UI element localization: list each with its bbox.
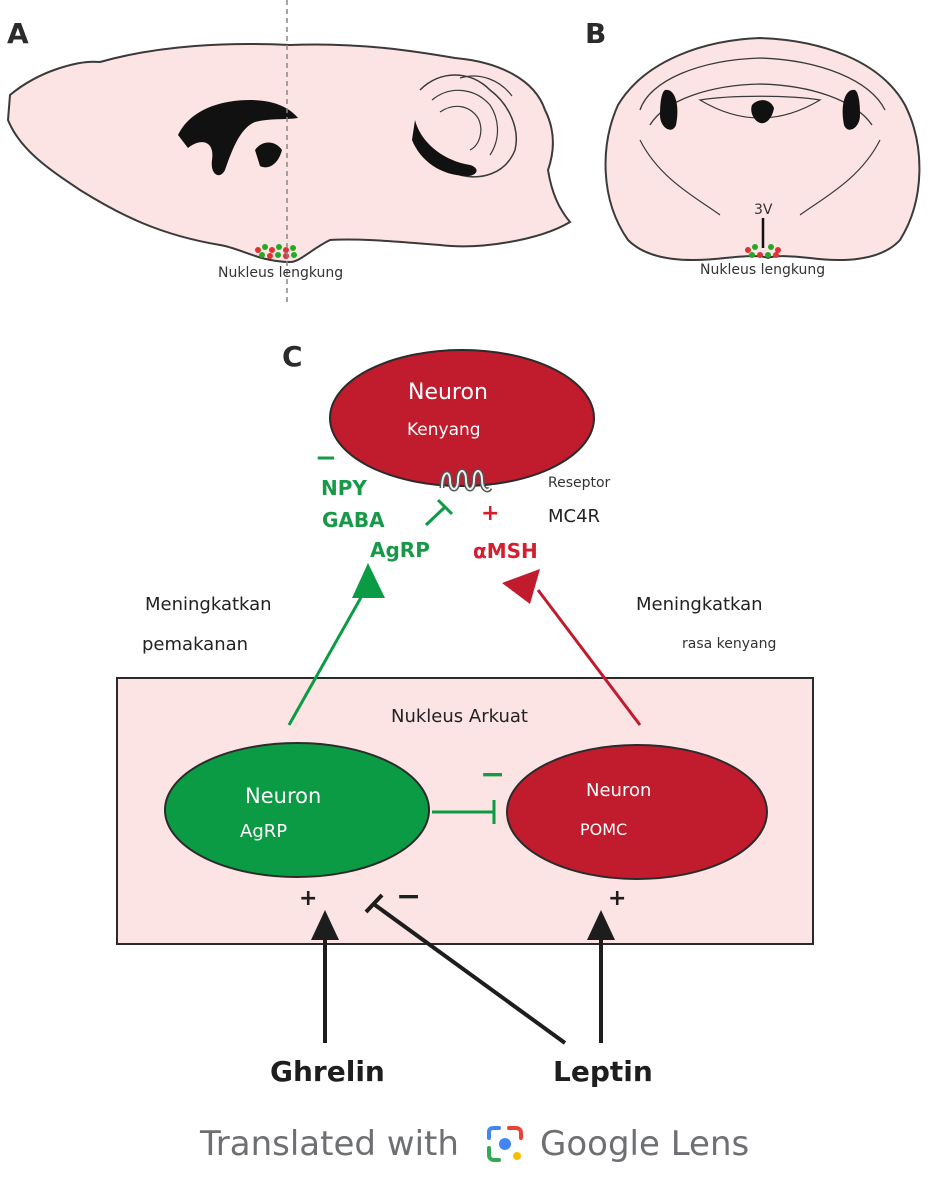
nucleus-label-b: Nukleus lengkung <box>700 262 826 278</box>
coronal-brain <box>604 36 921 262</box>
leptin-label: Leptin <box>553 1055 653 1088</box>
pomc-neuron-label-2: POMC <box>580 820 628 839</box>
sagittal-brain <box>6 0 572 305</box>
satiety-neuron-label-2: Kenyang <box>407 420 481 440</box>
right-effect-line1: Meningkatkan <box>636 594 763 615</box>
amsh-excite-sign: + <box>481 501 500 526</box>
satiety-neuron <box>329 349 595 487</box>
npy-label: NPY <box>321 476 367 500</box>
amsh-label: αMSH <box>473 539 538 563</box>
third-ventricle-label: 3V <box>754 202 773 218</box>
agrp-signal-label: AgRP <box>370 538 430 562</box>
pomc-neuron <box>506 744 768 880</box>
pomc-neuron-label-1: Neuron <box>586 780 652 801</box>
npy-gaba-inhibit-sign: − <box>315 443 337 473</box>
gaba-label: GABA <box>322 508 385 532</box>
agrp-projection-arrowhead <box>352 563 385 598</box>
google-lens-icon <box>487 1126 523 1162</box>
right-effect-line2: rasa kenyang <box>682 636 777 652</box>
left-effect-line1: Meningkatkan <box>145 594 272 615</box>
agrp-neuron-label-2: AgRP <box>240 821 288 842</box>
google-lens-label: Google Lens <box>540 1124 750 1164</box>
arcuate-nucleus-dots-a <box>255 244 297 259</box>
pathway-diagram <box>116 349 814 1045</box>
pomc-projection-arrowhead <box>502 569 540 604</box>
nucleus-label-a: Nukleus lengkung <box>218 265 344 281</box>
mc4r-label: MC4R <box>548 506 601 527</box>
receptor-label: Reseptor <box>548 475 611 491</box>
translated-with-label: Translated with <box>200 1124 459 1164</box>
agrp-pomc-inhibit-sign: − <box>480 757 506 792</box>
panel-label-a: A <box>7 17 29 50</box>
leptin-pomc-excite-sign: + <box>608 886 627 911</box>
agrp-neuron <box>164 742 430 878</box>
panel-label-b: B <box>585 17 607 50</box>
left-effect-line2: pemakanan <box>142 634 249 655</box>
agrp-neuron-label-1: Neuron <box>245 784 322 808</box>
satiety-neuron-label-1: Neuron <box>408 380 488 405</box>
arcuate-nucleus-label: Nukleus Arkuat <box>391 706 528 727</box>
arcuate-nucleus-dots-b <box>745 244 781 258</box>
ghrelin-label: Ghrelin <box>270 1055 385 1088</box>
panel-label-c: C <box>282 340 303 373</box>
leptin-agrp-inhibit-sign: − <box>396 879 422 914</box>
ghrelin-excite-sign: + <box>299 886 318 911</box>
